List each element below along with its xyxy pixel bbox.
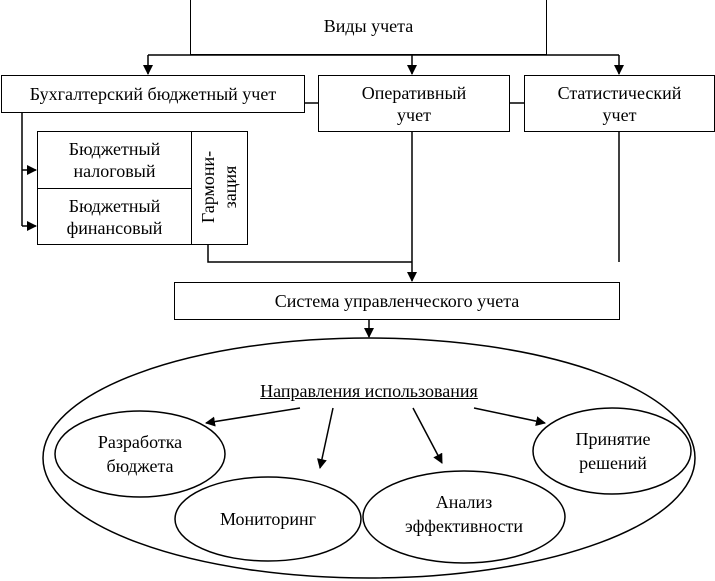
title-text: Виды учета <box>323 16 414 36</box>
title-box: Виды учета <box>190 0 547 55</box>
budget-label: Разработка бюджета <box>70 430 210 478</box>
budget-ellipse <box>54 410 226 498</box>
statistical-label-2: учет <box>602 104 637 125</box>
decisions-label: Принятие решений <box>543 427 683 475</box>
monitoring-label: Мониторинг <box>219 509 317 529</box>
monitoring-ellipse <box>174 476 362 562</box>
harmonization-box <box>191 131 248 245</box>
decisions-label-1: Принятие <box>575 429 651 449</box>
operative-label-1: Оперативный <box>361 82 467 103</box>
budget-label-2: бюджета <box>106 456 174 476</box>
analysis-label-2: эффективности <box>405 516 523 536</box>
operative-box: Оперативный учет <box>318 75 510 132</box>
statistical-box: Статистический учет <box>524 75 715 132</box>
harmonization-to-system <box>207 244 412 263</box>
tax-box: Бюджетный налоговый <box>37 131 192 189</box>
arrow-to-analysis <box>412 407 443 464</box>
arrow-to-monitoring <box>317 407 334 469</box>
harmonization-label-1: Гармони- <box>198 150 218 224</box>
decisions-label-2: решений <box>579 453 647 473</box>
analysis-ellipse <box>362 470 566 564</box>
analysis-label-1: Анализ <box>435 492 493 512</box>
tax-label-1: Бюджетный <box>68 139 161 159</box>
accounting-box: Бухгалтерский бюджетный учет <box>1 75 305 113</box>
harmonization-label-2: зация <box>220 165 240 209</box>
accounting-label: Бухгалтерский бюджетный учет <box>29 84 277 104</box>
directions-ellipse <box>42 337 696 579</box>
arrow-to-budget <box>205 407 301 427</box>
system-label: Система управленческого учета <box>274 291 520 311</box>
tax-label-2: налоговый <box>73 161 156 181</box>
budget-label-1: Разработка <box>97 432 183 452</box>
financial-box: Бюджетный финансовый <box>37 188 192 245</box>
statistical-label-1: Статистический <box>557 82 682 103</box>
operative-label-2: учет <box>397 104 431 125</box>
directions-heading: Направления использования <box>260 381 478 401</box>
system-box: Система управленческого учета <box>174 282 620 320</box>
analysis-label: Анализ эффективности <box>389 490 539 538</box>
arrow-to-decisions <box>473 407 546 427</box>
financial-label-2: финансовый <box>66 217 163 238</box>
financial-label-1: Бюджетный <box>68 195 161 216</box>
harmonization-label: Гармони- зация <box>197 132 241 242</box>
decisions-ellipse <box>532 407 692 495</box>
